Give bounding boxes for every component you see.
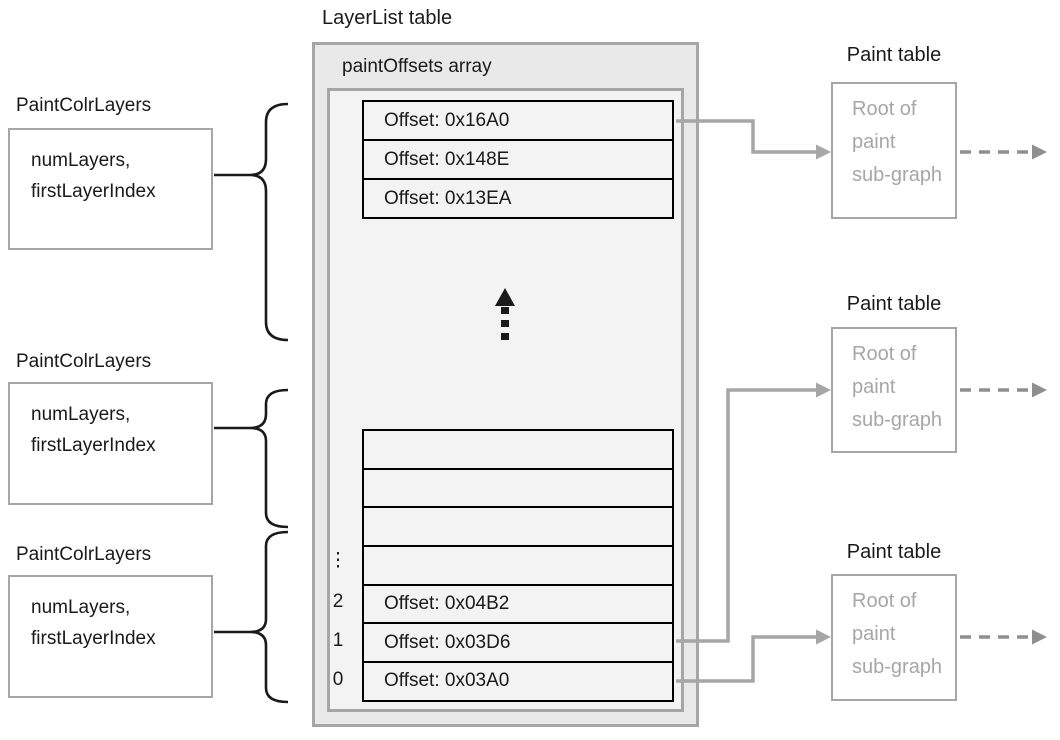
offset-rows-top: Offset: 0x16A0 Offset: 0x148E Offset: 0x… bbox=[362, 100, 674, 219]
offset-value: Offset: 0x16A0 bbox=[384, 109, 510, 131]
arrowhead-icon bbox=[1032, 382, 1047, 398]
paint-root-line: Root of bbox=[852, 590, 917, 612]
connector-arrowheads bbox=[816, 144, 831, 645]
paint-root-line: sub-graph bbox=[852, 409, 943, 431]
paint-root-line: paint bbox=[852, 376, 896, 398]
array-row-empty bbox=[362, 545, 674, 586]
record-field-numlayers: numLayers, bbox=[31, 404, 131, 425]
brace-record-1 bbox=[214, 102, 289, 342]
record-field-numlayers: numLayers, bbox=[31, 150, 131, 171]
paint-root-line: paint bbox=[852, 131, 896, 153]
array-row-empty bbox=[362, 506, 674, 548]
paintoffsets-array-label: paintOffsets array bbox=[342, 56, 492, 77]
dashed-arrowheads bbox=[1032, 144, 1047, 645]
index-1: 1 bbox=[332, 630, 344, 651]
arrowhead-icon bbox=[816, 629, 831, 645]
brace-record-2 bbox=[214, 388, 289, 529]
layerlist-table-title: LayerList table bbox=[322, 7, 453, 29]
offset-value: Offset: 0x03D6 bbox=[384, 631, 511, 653]
array-row-offset: Offset: 0x03D6 bbox=[362, 622, 674, 664]
array-row-offset: Offset: 0x04B2 bbox=[362, 583, 674, 625]
paintcolrlayers-title-2: PaintColrLayers bbox=[16, 351, 152, 372]
paintcolrlayers-box-1: numLayers, firstLayerIndex bbox=[8, 128, 213, 250]
record-field-numlayers: numLayers, bbox=[31, 597, 131, 618]
paintcolrlayers-box-3: numLayers, firstLayerIndex bbox=[8, 575, 213, 698]
offset-rows-bottom: Offset: 0x04B2 Offset: 0x03D6 Offset: 0x… bbox=[362, 429, 674, 702]
paint-table-title-1: Paint table bbox=[846, 44, 942, 66]
offset-value: Offset: 0x03A0 bbox=[384, 670, 510, 692]
brace-record-3 bbox=[214, 530, 289, 704]
arrowhead-icon bbox=[1032, 144, 1047, 160]
paint-table-box-1: Root of paint sub-graph bbox=[831, 82, 957, 219]
record-field-firstlayerindex: firstLayerIndex bbox=[31, 435, 156, 456]
paint-root-line: sub-graph bbox=[852, 164, 943, 186]
paint-table-title-2: Paint table bbox=[846, 293, 942, 315]
dashed-exit-arrows bbox=[960, 150, 1031, 639]
brace-group bbox=[214, 102, 289, 704]
index-ellipsis: ⋮ bbox=[328, 550, 348, 571]
paintcolrlayers-title-1: PaintColrLayers bbox=[16, 95, 152, 116]
paint-table-box-2: Root of paint sub-graph bbox=[831, 327, 957, 453]
offset-value: Offset: 0x13EA bbox=[384, 187, 512, 209]
offset-value: Offset: 0x04B2 bbox=[384, 593, 510, 615]
paint-table-title-3: Paint table bbox=[846, 541, 942, 563]
array-row-offset: Offset: 0x13EA bbox=[362, 178, 674, 219]
array-row-empty bbox=[362, 467, 674, 509]
index-0: 0 bbox=[332, 669, 344, 690]
index-2: 2 bbox=[332, 591, 344, 612]
paint-root-line: Root of bbox=[852, 343, 917, 365]
array-row-offset: Offset: 0x16A0 bbox=[362, 100, 674, 141]
paintcolrlayers-title-3: PaintColrLayers bbox=[16, 544, 152, 565]
paint-root-line: sub-graph bbox=[852, 656, 943, 678]
paint-table-box-3: Root of paint sub-graph bbox=[831, 574, 957, 701]
paint-root-line: Root of bbox=[852, 98, 917, 120]
record-field-firstlayerindex: firstLayerIndex bbox=[31, 181, 156, 202]
arrowhead-icon bbox=[1032, 629, 1047, 645]
paint-root-line: paint bbox=[852, 623, 896, 645]
paintcolrlayers-box-2: numLayers, firstLayerIndex bbox=[8, 382, 213, 505]
array-row-empty bbox=[362, 429, 674, 470]
arrowhead-icon bbox=[816, 382, 831, 398]
array-row-offset: Offset: 0x03A0 bbox=[362, 661, 674, 702]
array-row-offset: Offset: 0x148E bbox=[362, 139, 674, 180]
arrowhead-icon bbox=[816, 144, 831, 160]
record-field-firstlayerindex: firstLayerIndex bbox=[31, 628, 156, 649]
offset-value: Offset: 0x148E bbox=[384, 148, 510, 170]
